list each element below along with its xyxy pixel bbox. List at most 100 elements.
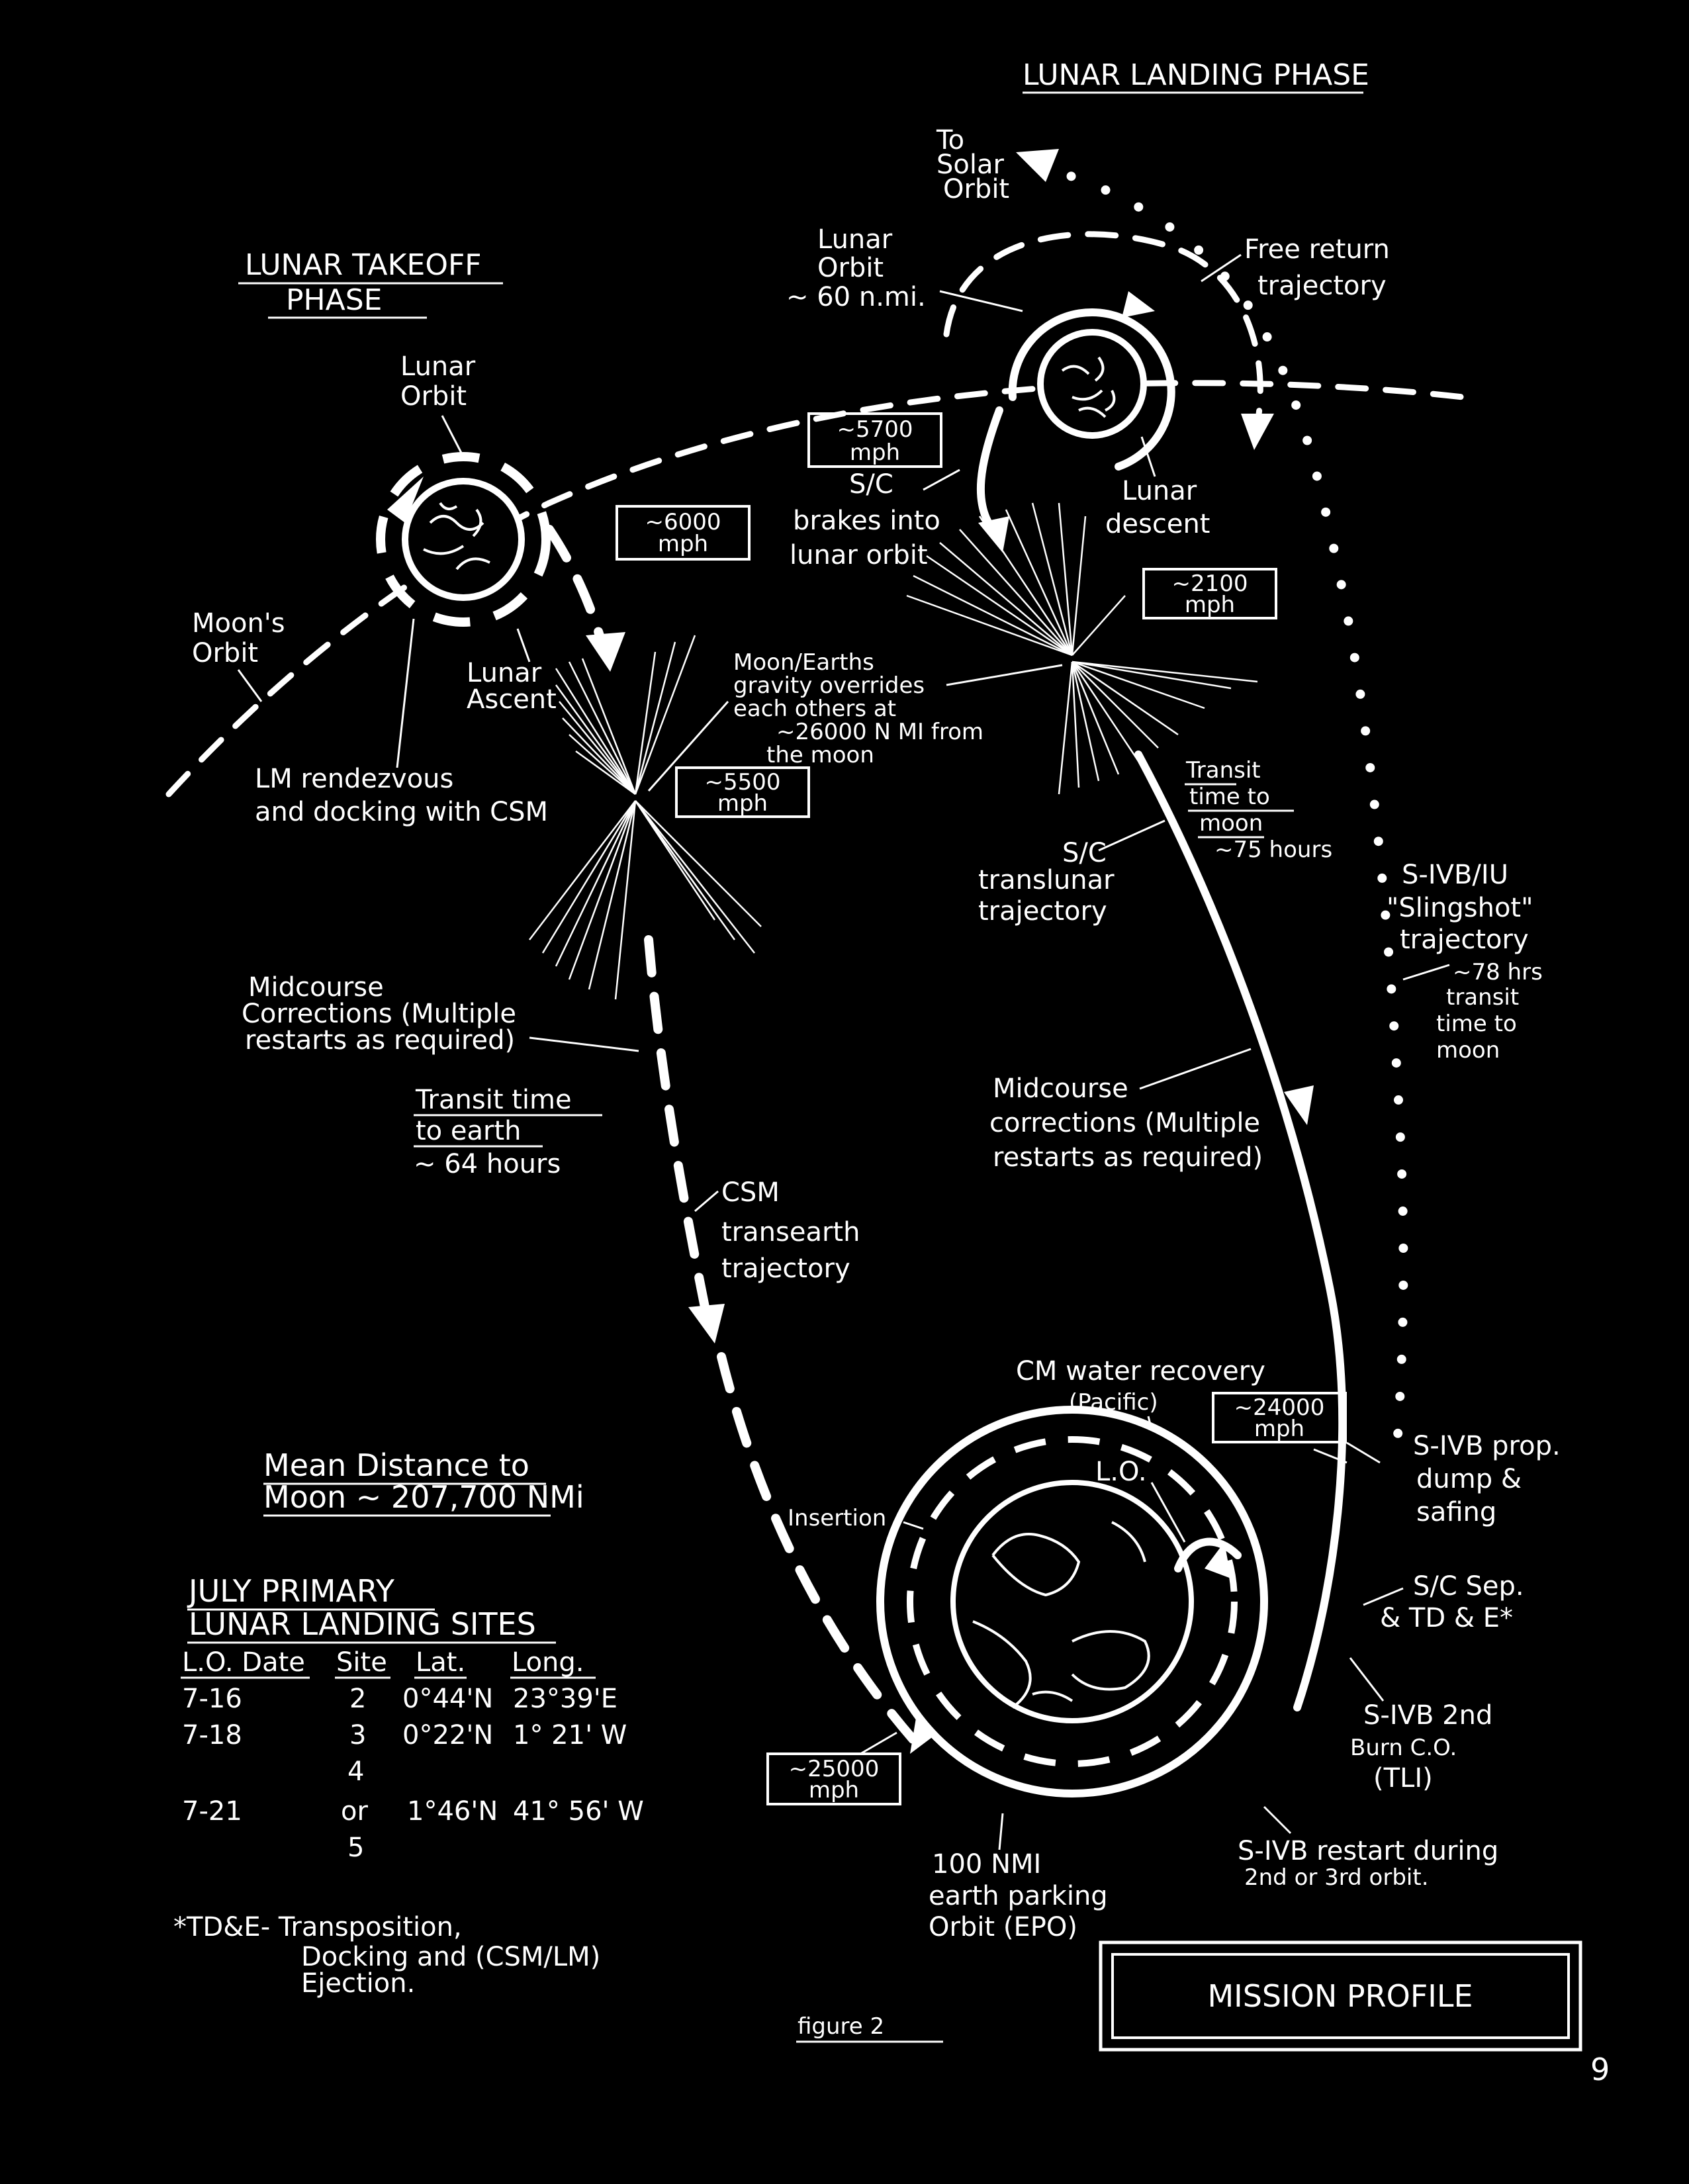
svg-text:mph: mph	[1254, 1416, 1304, 1442]
table-row: 7-16 2 0°44'N 23°39'E	[182, 1684, 617, 1714]
svg-text:~2100: ~2100	[1171, 570, 1248, 597]
svg-text:1° 21' W: 1° 21' W	[513, 1720, 627, 1751]
label-csm-transearth: CSM transearth trajectory	[694, 1177, 860, 1284]
svg-text:time to: time to	[1189, 784, 1270, 810]
right-lower-fan	[1058, 660, 1258, 795]
label-lunar-orbit-left: Lunar Orbit	[400, 351, 476, 457]
svg-text:S/C Sep.: S/C Sep.	[1413, 1571, 1524, 1602]
svg-text:Orbit: Orbit	[192, 638, 258, 668]
svg-text:the moon: the moon	[766, 742, 874, 768]
svg-text:Orbit (EPO): Orbit (EPO)	[929, 1912, 1077, 1942]
left-moon-texture	[423, 502, 490, 570]
svg-text:Lunar: Lunar	[1122, 476, 1197, 506]
svg-text:Docking and (CSM/LM): Docking and (CSM/LM)	[301, 1942, 600, 1972]
svg-text:restarts as required): restarts as required)	[993, 1142, 1263, 1173]
label-gravity-overrides: Moon/Earths gravity overrides each other…	[647, 649, 1063, 792]
svg-text:2: 2	[349, 1684, 366, 1714]
col-header-site: Site	[336, 1647, 387, 1678]
svg-text:2nd or 3rd orbit.: 2nd or 3rd orbit.	[1244, 1864, 1429, 1891]
svg-text:mph: mph	[717, 790, 768, 817]
earth	[950, 1480, 1194, 1723]
table-row: 5	[347, 1833, 364, 1863]
svg-text:Moon's: Moon's	[192, 608, 285, 639]
svg-text:brakes into: brakes into	[793, 506, 940, 536]
svg-text:Corrections (Multiple: Corrections (Multiple	[242, 999, 516, 1029]
earth-group	[876, 1406, 1268, 1797]
table-row: 7-21 or 1°46'N 41° 56' W	[182, 1796, 644, 1827]
svg-text:Lunar: Lunar	[817, 224, 893, 255]
svg-text:dump &: dump &	[1416, 1464, 1522, 1494]
svg-text:transearth: transearth	[721, 1217, 860, 1248]
svg-text:7-16: 7-16	[182, 1684, 242, 1714]
figure-label: figure 2	[798, 2013, 884, 2040]
label-earth-parking: 100 NMI earth parking Orbit (EPO)	[929, 1813, 1108, 1942]
svg-text:~ 60 n.mi.: ~ 60 n.mi.	[786, 282, 926, 312]
svg-text:each others at: each others at	[733, 696, 896, 722]
svg-text:trajectory: trajectory	[1400, 925, 1529, 955]
svg-text:Lunar: Lunar	[400, 351, 476, 382]
col-header-long: Long.	[512, 1647, 584, 1678]
svg-text:~75 hours: ~75 hours	[1214, 837, 1332, 863]
svg-text:1°46'N: 1°46'N	[407, 1796, 498, 1827]
svg-text:Lunar: Lunar	[467, 658, 542, 688]
left-orbit-arrow	[387, 477, 424, 523]
svg-text:restarts as required): restarts as required)	[245, 1025, 515, 1056]
translunar-arrow	[1284, 1085, 1314, 1125]
svg-text:4: 4	[347, 1756, 364, 1787]
svg-text:moon: moon	[1199, 810, 1263, 837]
sites-title-line1: JULY PRIMARY	[187, 1573, 395, 1609]
insertion-arrow	[910, 1714, 936, 1754]
label-to-solar-orbit: To Solar Orbit	[936, 125, 1009, 205]
ascent-arrow	[586, 632, 625, 672]
svg-text:"Slingshot": "Slingshot"	[1387, 893, 1533, 923]
svg-text:S-IVB 2nd: S-IVB 2nd	[1363, 1700, 1492, 1731]
label-sc-sep: S/C Sep. & TD & E*	[1363, 1571, 1524, 1633]
right-upper-fan	[906, 502, 1126, 657]
svg-text:corrections (Multiple: corrections (Multiple	[989, 1108, 1260, 1138]
svg-text:trajectory: trajectory	[1257, 271, 1387, 301]
page-number: 9	[1590, 2052, 1610, 2087]
moons-orbit-path	[165, 380, 1466, 797]
svg-text:To: To	[936, 125, 964, 156]
svg-text:~ 64 hours: ~ 64 hours	[414, 1149, 561, 1179]
svg-text:mph: mph	[658, 531, 708, 557]
svg-text:Orbit: Orbit	[817, 253, 884, 283]
landing-sites-table: JULY PRIMARY LUNAR LANDING SITES L.O. Da…	[181, 1573, 644, 1863]
label-sivb-slingshot: S-IVB/IU "Slingshot" trajectory ~78 hrs …	[1387, 860, 1543, 1064]
speed-box-25000: ~25000 mph	[766, 1752, 901, 1805]
svg-text:Solar: Solar	[936, 150, 1004, 180]
takeoff-phase-line2: PHASE	[286, 283, 382, 317]
svg-text:0°22'N: 0°22'N	[402, 1720, 493, 1751]
svg-text:Moon ~ 207,700 NMi: Moon ~ 207,700 NMi	[263, 1479, 584, 1515]
left-lower-fan	[529, 800, 762, 1000]
svg-text:S-IVB restart during: S-IVB restart during	[1238, 1836, 1498, 1866]
transearth-dash-lower	[717, 1352, 925, 1752]
svg-text:moon: moon	[1436, 1037, 1500, 1064]
right-moon-group	[976, 291, 1175, 553]
takeoff-phase-title: LUNAR TAKEOFF PHASE	[238, 248, 503, 319]
svg-text:S/C: S/C	[849, 469, 893, 500]
braking-curve	[976, 406, 1003, 533]
svg-text:0°44'N: 0°44'N	[402, 1684, 493, 1714]
speed-box-5700: ~5700 mph	[807, 412, 942, 468]
svg-text:trajectory: trajectory	[721, 1253, 850, 1284]
left-moon-group	[376, 452, 551, 627]
svg-text:translunar: translunar	[978, 865, 1115, 895]
right-lunar-orbit-ring	[1008, 308, 1175, 471]
svg-text:earth parking: earth parking	[929, 1881, 1108, 1911]
speed-box-2100: ~2100 mph	[1142, 568, 1277, 619]
label-sc-translunar: S/C translunar trajectory	[978, 819, 1165, 927]
col-header-lat: Lat.	[416, 1647, 465, 1678]
svg-text:~78 hrs: ~78 hrs	[1453, 959, 1543, 985]
solar-orbit-arrow	[1016, 149, 1059, 182]
svg-text:trajectory: trajectory	[978, 896, 1107, 927]
svg-text:(Pacific): (Pacific)	[1069, 1389, 1158, 1416]
svg-text:Moon/Earths: Moon/Earths	[733, 649, 874, 676]
label-lunar-ascent: Lunar Ascent	[467, 628, 557, 715]
svg-text:Ejection.: Ejection.	[301, 1968, 415, 1999]
mission-profile-box: MISSION PROFILE	[1099, 1940, 1582, 2052]
label-free-return: Free return trajectory	[1201, 234, 1390, 301]
transearth-dash-upper	[644, 935, 713, 1328]
table-row: 4	[347, 1756, 364, 1787]
